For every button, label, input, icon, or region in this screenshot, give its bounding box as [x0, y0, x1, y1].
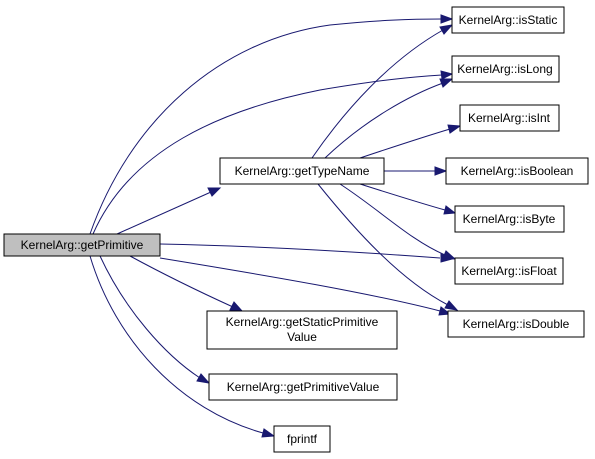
- node-getprimitive[interactable]: KernelArg::getPrimitive: [3, 233, 161, 257]
- edge-getprimitive-isstatic: [89, 18, 443, 235]
- node-label: KernelArg::isDouble: [463, 317, 570, 331]
- arrow-isbyte: [443, 205, 457, 215]
- node-label: KernelArg::isFloat: [461, 264, 557, 278]
- node-label: KernelArg::isBoolean: [461, 164, 574, 178]
- edge-gettypename-isdouble: [317, 183, 449, 306]
- arrow-islong-1: [440, 70, 454, 80]
- edge-getprimitive-gettypename: [116, 191, 212, 235]
- node-islong[interactable]: KernelArg::isLong: [451, 55, 560, 83]
- node-isboolean[interactable]: KernelArg::isBoolean: [445, 157, 589, 185]
- arrow-isstatic-1: [440, 14, 454, 24]
- node-label: KernelArg::getPrimitive: [21, 238, 144, 252]
- node-getstaticprimitivevalue[interactable]: KernelArg::getStaticPrimitive Value: [206, 310, 398, 350]
- node-label-line2: Value: [287, 330, 317, 344]
- edge-getprimitive-getprimitivevalue: [99, 255, 201, 379]
- node-isdouble[interactable]: KernelArg::isDouble: [447, 310, 585, 338]
- node-isbyte[interactable]: KernelArg::isByte: [454, 205, 565, 233]
- edge-gettypename-islong: [324, 82, 444, 159]
- node-getprimitivevalue[interactable]: KernelArg::getPrimitiveValue: [208, 373, 398, 401]
- edge-gettypename-isstatic: [311, 29, 444, 159]
- node-label: KernelArg::getTypeName: [235, 164, 370, 178]
- node-label: KernelArg::isLong: [457, 62, 552, 76]
- edge-getprimitive-islong: [92, 74, 443, 235]
- arrow-isstatic-2: [439, 24, 454, 35]
- node-gettypename[interactable]: KernelArg::getTypeName: [219, 157, 385, 185]
- node-label: KernelArg::isStatic: [459, 13, 558, 27]
- edge-gettypename-isfloat: [339, 183, 446, 256]
- edge-getprimitive-fprintf: [89, 255, 264, 434]
- arrow-islong-2: [439, 78, 454, 88]
- node-isstatic[interactable]: KernelArg::isStatic: [451, 6, 565, 34]
- edge-getprimitive-getstaticprimitivevalue: [129, 255, 234, 308]
- edge-gettypename-isbyte: [359, 183, 446, 211]
- edge-getprimitive-isdouble: [159, 257, 441, 312]
- arrow-fprintf: [261, 428, 276, 438]
- node-isint[interactable]: KernelArg::isInt: [459, 104, 560, 132]
- edge-getprimitive-isfloat: [159, 243, 441, 259]
- node-label: KernelArg::getPrimitiveValue: [227, 380, 380, 394]
- node-label: fprintf: [287, 432, 318, 446]
- arrow-isint: [447, 124, 462, 134]
- node-label: KernelArg::isByte: [463, 212, 556, 226]
- arrow-isdouble-2: [444, 300, 459, 311]
- arrow-getprimitivevalue: [196, 373, 211, 384]
- arrow-gettypename: [207, 187, 222, 197]
- node-isfloat[interactable]: KernelArg::isFloat: [454, 257, 564, 285]
- node-fprintf[interactable]: fprintf: [273, 425, 331, 453]
- edges: [89, 14, 462, 438]
- arrow-isdouble-1: [438, 306, 452, 316]
- arrow-isfloat-2: [442, 250, 457, 260]
- node-label-line1: KernelArg::getStaticPrimitive: [226, 315, 379, 329]
- arrow-getstaticprimitivevalue: [229, 301, 244, 312]
- edge-gettypename-isint: [359, 128, 451, 159]
- node-label: KernelArg::isInt: [468, 111, 551, 125]
- arrow-isboolean: [434, 166, 448, 176]
